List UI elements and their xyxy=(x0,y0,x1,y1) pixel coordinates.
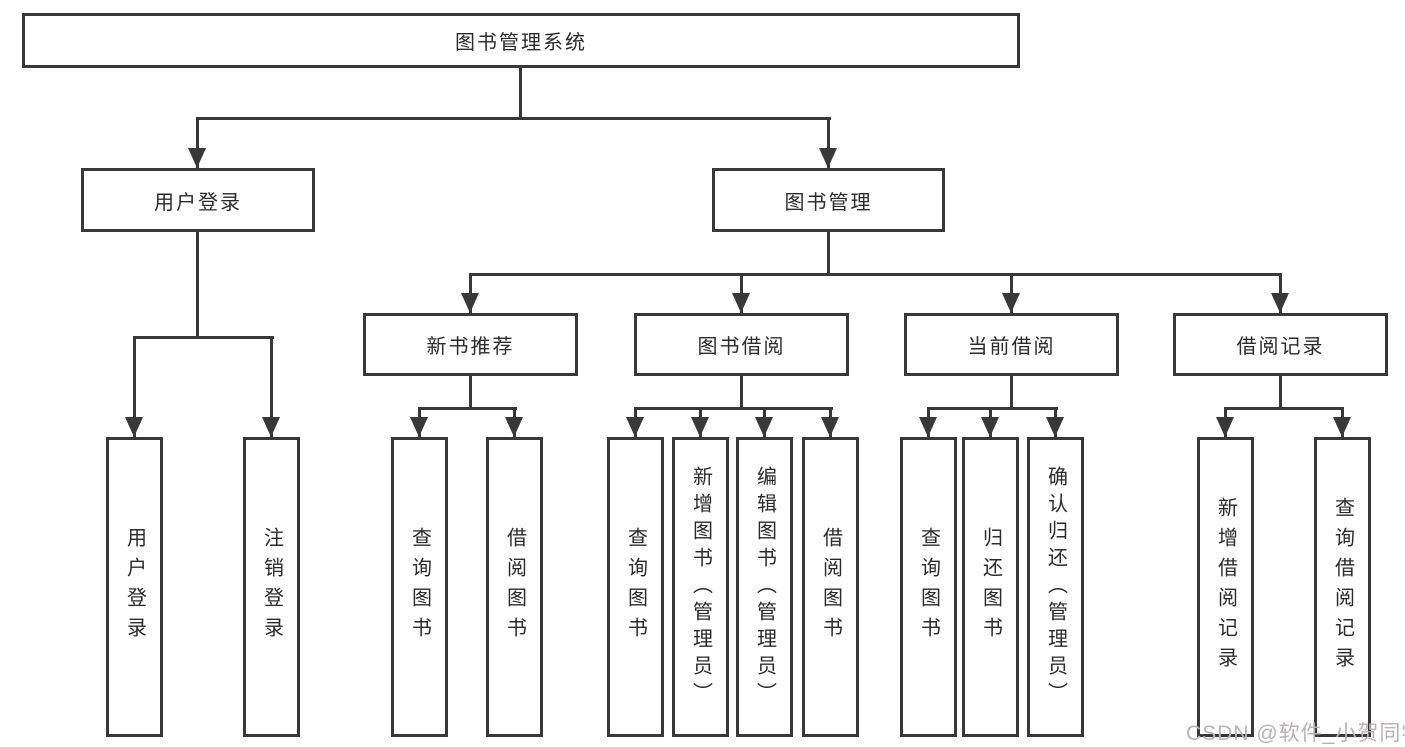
leaf-user-login: 用户登录 xyxy=(106,437,163,737)
connector-nbr-stub xyxy=(469,376,472,410)
leaf-nbr-query-books-label: 查询图书 xyxy=(408,527,431,647)
node-root-label: 图书管理系统 xyxy=(455,32,587,54)
connector-bb-split xyxy=(634,407,833,410)
connector-book-management-stub xyxy=(827,232,830,276)
leaf-br-query-record: 查询借阅记录 xyxy=(1314,437,1371,737)
arrow-down-bb-query-icon xyxy=(626,417,644,437)
connector-br-stub xyxy=(1279,376,1282,410)
arrow-down-borrow-record-icon xyxy=(1271,293,1289,313)
leaf-bb-edit-books-admin-label: 编辑图书（管理员） xyxy=(753,465,776,709)
node-book-management-label: 图书管理 xyxy=(784,191,873,214)
leaf-bb-query-books: 查询图书 xyxy=(607,437,664,737)
node-book-borrow: 图书借阅 xyxy=(634,313,849,376)
leaf-cb-return-books: 归还图书 xyxy=(962,437,1019,737)
arrow-down-cb-query-icon xyxy=(919,417,937,437)
arrow-down-cb-confirm-icon xyxy=(1046,417,1064,437)
arrow-down-user-login-icon xyxy=(188,148,206,168)
arrow-down-bb-edit-icon xyxy=(755,417,773,437)
connector-user-login-stub xyxy=(196,232,199,339)
leaf-bb-add-books-admin-label: 新增图书（管理员） xyxy=(689,465,712,709)
connector-drop-leaf-logout xyxy=(270,336,273,437)
connector-root-split xyxy=(196,117,831,120)
node-user-login: 用户登录 xyxy=(81,168,315,232)
connector-root-stub xyxy=(519,68,522,120)
leaf-cb-query-books-label: 查询图书 xyxy=(917,527,940,647)
connector-book-management-split xyxy=(469,273,1282,276)
leaf-logout: 注销登录 xyxy=(243,437,300,737)
leaf-br-query-record-label: 查询借阅记录 xyxy=(1331,497,1354,677)
leaf-br-add-record-label: 新增借阅记录 xyxy=(1214,497,1237,677)
leaf-nbr-borrow-books: 借阅图书 xyxy=(486,437,543,737)
arrow-down-br-query-icon xyxy=(1333,417,1351,437)
arrow-down-new-book-recommend-icon xyxy=(461,293,479,313)
csdn-watermark: CSDN @软件_小贺同学 xyxy=(1186,722,1405,745)
leaf-nbr-query-books: 查询图书 xyxy=(391,437,448,737)
node-book-management: 图书管理 xyxy=(712,168,945,232)
arrow-down-current-borrow-icon xyxy=(1002,293,1020,313)
node-current-borrow-label: 当前借阅 xyxy=(967,336,1056,358)
arrow-down-nbr-query-icon xyxy=(410,417,428,437)
leaf-user-login-label: 用户登录 xyxy=(123,527,146,647)
connector-cb-stub xyxy=(1010,376,1013,410)
connector-drop-book-management xyxy=(827,117,830,168)
connector-cb-split xyxy=(927,407,1058,410)
leaf-bb-borrow-books: 借阅图书 xyxy=(802,437,859,737)
arrow-down-book-borrow-icon xyxy=(732,293,750,313)
node-book-borrow-label: 图书借阅 xyxy=(697,336,786,358)
arrow-down-nbr-borrow-icon xyxy=(505,417,523,437)
leaf-bb-add-books-admin: 新增图书（管理员） xyxy=(672,437,729,737)
arrow-down-bb-borrow-icon xyxy=(821,417,839,437)
leaf-cb-confirm-return-admin: 确认归还（管理员） xyxy=(1027,437,1084,737)
arrow-down-leaf-user-login-icon xyxy=(125,417,143,437)
arrow-down-bb-add-icon xyxy=(691,417,709,437)
node-root-library-system: 图书管理系统 xyxy=(22,13,1020,68)
leaf-bb-borrow-books-label: 借阅图书 xyxy=(819,527,842,647)
leaf-cb-query-books: 查询图书 xyxy=(900,437,957,737)
connector-drop-user-login xyxy=(196,117,199,168)
node-user-login-label: 用户登录 xyxy=(154,191,242,214)
leaf-bb-edit-books-admin: 编辑图书（管理员） xyxy=(736,437,793,737)
node-new-book-recommend: 新书推荐 xyxy=(363,313,578,376)
arrow-down-leaf-logout-icon xyxy=(262,417,280,437)
connector-bb-stub xyxy=(740,376,743,410)
connector-drop-leaf-user-login xyxy=(133,336,136,437)
arrow-down-br-add-icon xyxy=(1216,417,1234,437)
node-new-book-recommend-label: 新书推荐 xyxy=(426,336,515,358)
leaf-br-add-record: 新增借阅记录 xyxy=(1197,437,1254,737)
leaf-bb-query-books-label: 查询图书 xyxy=(624,527,647,647)
leaf-cb-confirm-return-admin-label: 确认归还（管理员） xyxy=(1044,465,1067,709)
node-borrow-record-label: 借阅记录 xyxy=(1236,336,1325,358)
node-borrow-record: 借阅记录 xyxy=(1173,313,1388,376)
leaf-cb-return-books-label: 归还图书 xyxy=(979,527,1002,647)
leaf-nbr-borrow-books-label: 借阅图书 xyxy=(503,527,526,647)
leaf-logout-label: 注销登录 xyxy=(260,527,283,647)
node-current-borrow: 当前借阅 xyxy=(904,313,1119,376)
arrow-down-cb-return-icon xyxy=(981,417,999,437)
connector-user-login-split xyxy=(133,336,274,339)
arrow-down-book-management-icon xyxy=(819,148,837,168)
connector-nbr-split xyxy=(418,407,517,410)
connector-br-split xyxy=(1224,407,1344,410)
